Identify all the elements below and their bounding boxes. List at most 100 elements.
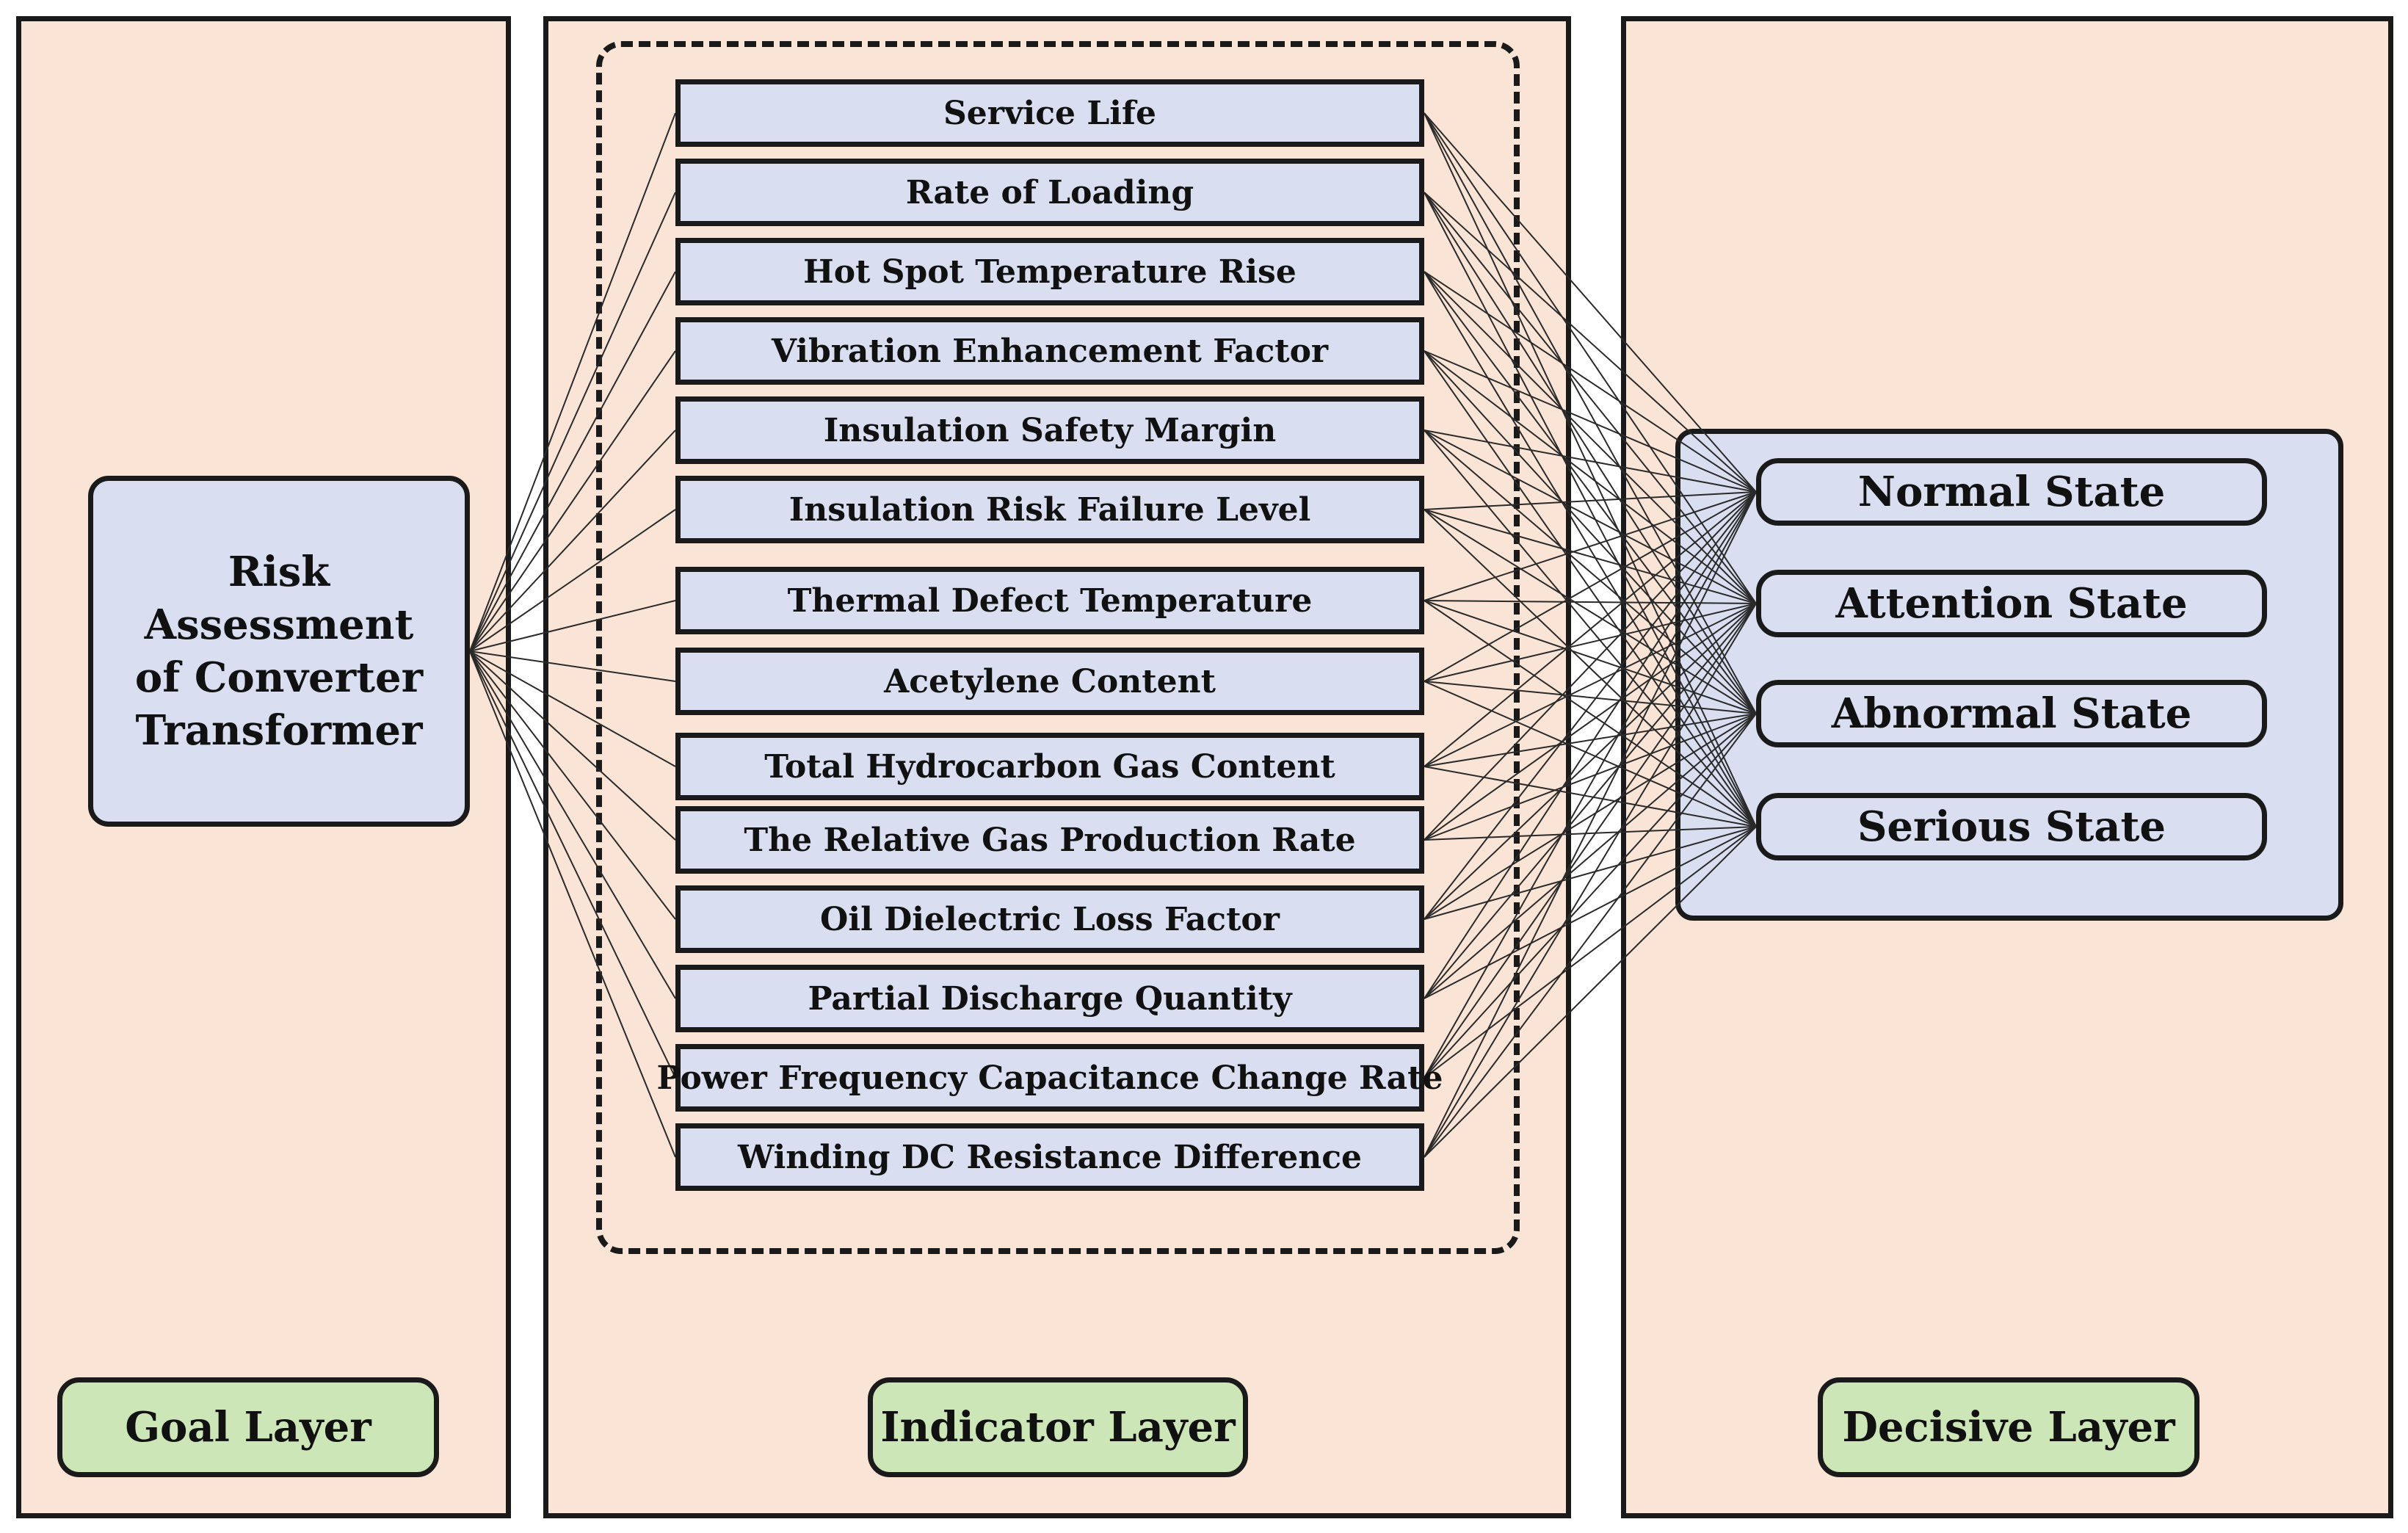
state-abnormal: Abnormal State <box>1756 680 2267 747</box>
indicator-vibration-enhancement-factor: Vibration Enhancement Factor <box>675 317 1424 385</box>
indicator-to-state-line <box>1424 509 1757 714</box>
indicator-layer-label: Indicator Layer <box>868 1377 1248 1477</box>
indicator-to-state-line <box>1424 192 1757 604</box>
decisive-layer-label: Decisive Layer <box>1818 1377 2200 1477</box>
goal-to-indicator-line <box>469 650 676 841</box>
indicator-to-state-line <box>1424 491 1757 601</box>
indicator-to-state-line <box>1424 826 1757 1079</box>
indicator-to-state-line <box>1424 603 1757 682</box>
goal-to-indicator-line <box>469 650 676 1079</box>
goal-to-indicator-line <box>469 430 676 652</box>
indicator-to-state-line <box>1424 271 1757 604</box>
indicator-to-state-line <box>1424 350 1757 493</box>
indicator-layer-text: Indicator Layer <box>880 1403 1236 1452</box>
indicator-to-state-line <box>1424 112 1757 493</box>
indicator-to-state-line <box>1424 600 1757 714</box>
indicator-service-life: Service Life <box>675 79 1424 147</box>
state-label: Abnormal State <box>1831 689 2192 738</box>
indicator-to-state-line <box>1424 271 1757 493</box>
indicator-label: Total Hydrocarbon Gas Content <box>764 747 1335 786</box>
goal-title: Risk Assessment of Converter Transformer <box>134 548 424 755</box>
indicator-to-state-line <box>1424 603 1757 841</box>
indicator-to-state-line <box>1424 681 1757 714</box>
indicator-to-state-line <box>1424 271 1757 714</box>
goal-to-indicator-line <box>469 271 676 652</box>
indicator-to-state-line <box>1424 713 1757 999</box>
indicator-to-state-line <box>1424 603 1757 1079</box>
indicator-thermal-defect-temperature: Thermal Defect Temperature <box>675 567 1424 634</box>
indicator-label: Vibration Enhancement Factor <box>771 332 1329 370</box>
state-attention: Attention State <box>1756 570 2267 637</box>
goal-layer-text: Goal Layer <box>125 1403 371 1452</box>
indicator-label: Service Life <box>943 94 1156 132</box>
indicator-insulation-risk-failure-level: Insulation Risk Failure Level <box>675 476 1424 543</box>
goal-to-indicator-line <box>469 509 676 652</box>
indicator-label: Power Frequency Capacitance Change Rate <box>656 1059 1443 1097</box>
indicator-to-state-line <box>1424 491 1757 682</box>
indicator-insulation-safety-margin: Insulation Safety Margin <box>675 396 1424 464</box>
indicator-hot-spot-temperature-rise: Hot Spot Temperature Rise <box>675 238 1424 305</box>
indicator-to-state-line <box>1424 713 1757 1158</box>
indicator-label: Oil Dielectric Loss Factor <box>820 900 1280 938</box>
goal-to-indicator-line <box>469 192 676 652</box>
indicator-to-state-line <box>1424 766 1757 827</box>
indicator-to-state-line <box>1424 430 1757 604</box>
indicator-to-state-line <box>1424 826 1757 1158</box>
indicator-to-state-line <box>1424 192 1757 714</box>
indicator-to-state-line <box>1424 600 1757 604</box>
indicator-label: Insulation Safety Margin <box>823 411 1277 449</box>
goal-to-indicator-line <box>469 650 676 920</box>
indicator-label: Acetylene Content <box>884 662 1216 700</box>
goal-to-indicator-line <box>469 650 676 682</box>
indicator-to-state-line <box>1424 491 1757 999</box>
state-normal: Normal State <box>1756 458 2267 526</box>
indicator-relative-gas-production-rate: The Relative Gas Production Rate <box>675 806 1424 874</box>
goal-to-indicator-line <box>469 350 676 652</box>
goal-box: Risk Assessment of Converter Transformer <box>88 476 470 827</box>
indicator-partial-discharge-quantity: Partial Discharge Quantity <box>675 965 1424 1032</box>
state-label: Normal State <box>1857 468 2166 516</box>
indicator-label: Thermal Defect Temperature <box>787 581 1313 620</box>
indicator-label: Winding DC Resistance Difference <box>737 1138 1363 1176</box>
indicator-power-frequency-capacitance-change-rate: Power Frequency Capacitance Change Rate <box>657 1044 1443 1112</box>
indicator-to-state-line <box>1424 713 1757 841</box>
indicator-to-state-line <box>1424 491 1757 841</box>
indicator-winding-dc-resistance-difference: Winding DC Resistance Difference <box>675 1123 1424 1191</box>
indicator-group-outline <box>596 41 1520 1254</box>
indicator-to-state-line <box>1424 603 1757 999</box>
indicator-to-state-line <box>1424 713 1757 767</box>
indicator-to-state-line <box>1424 491 1757 1079</box>
goal-to-indicator-line <box>469 112 676 652</box>
indicator-to-state-line <box>1424 491 1757 767</box>
indicator-to-state-line <box>1424 713 1757 920</box>
indicator-to-state-line <box>1424 826 1757 999</box>
indicator-label: Partial Discharge Quantity <box>808 979 1292 1018</box>
indicator-to-state-line <box>1424 430 1757 493</box>
indicator-to-state-line <box>1424 491 1757 510</box>
indicator-to-state-line <box>1424 491 1757 1158</box>
goal-to-indicator-line <box>469 650 676 767</box>
indicator-to-state-line <box>1424 350 1757 604</box>
indicator-to-state-line <box>1424 603 1757 767</box>
indicator-label: The Relative Gas Production Rate <box>744 821 1356 859</box>
indicator-to-state-line <box>1424 826 1757 920</box>
state-label: Serious State <box>1857 802 2166 851</box>
indicator-to-state-line <box>1424 271 1757 827</box>
indicator-to-state-line <box>1424 491 1757 920</box>
indicator-to-state-line <box>1424 112 1757 714</box>
goal-to-indicator-line <box>469 650 676 999</box>
indicator-to-state-line <box>1424 681 1757 827</box>
goal-to-indicator-line <box>469 600 676 652</box>
indicator-label: Hot Spot Temperature Rise <box>803 253 1297 291</box>
indicator-to-state-line <box>1424 192 1757 493</box>
indicator-to-state-line <box>1424 350 1757 714</box>
indicator-to-state-line <box>1424 430 1757 714</box>
indicator-to-state-line <box>1424 600 1757 827</box>
indicator-to-state-line <box>1424 826 1757 841</box>
indicator-to-state-line <box>1424 713 1757 1079</box>
indicator-to-state-line <box>1424 192 1757 827</box>
indicator-to-state-line <box>1424 112 1757 604</box>
indicator-to-state-line <box>1424 509 1757 604</box>
indicator-label: Insulation Risk Failure Level <box>788 490 1311 529</box>
